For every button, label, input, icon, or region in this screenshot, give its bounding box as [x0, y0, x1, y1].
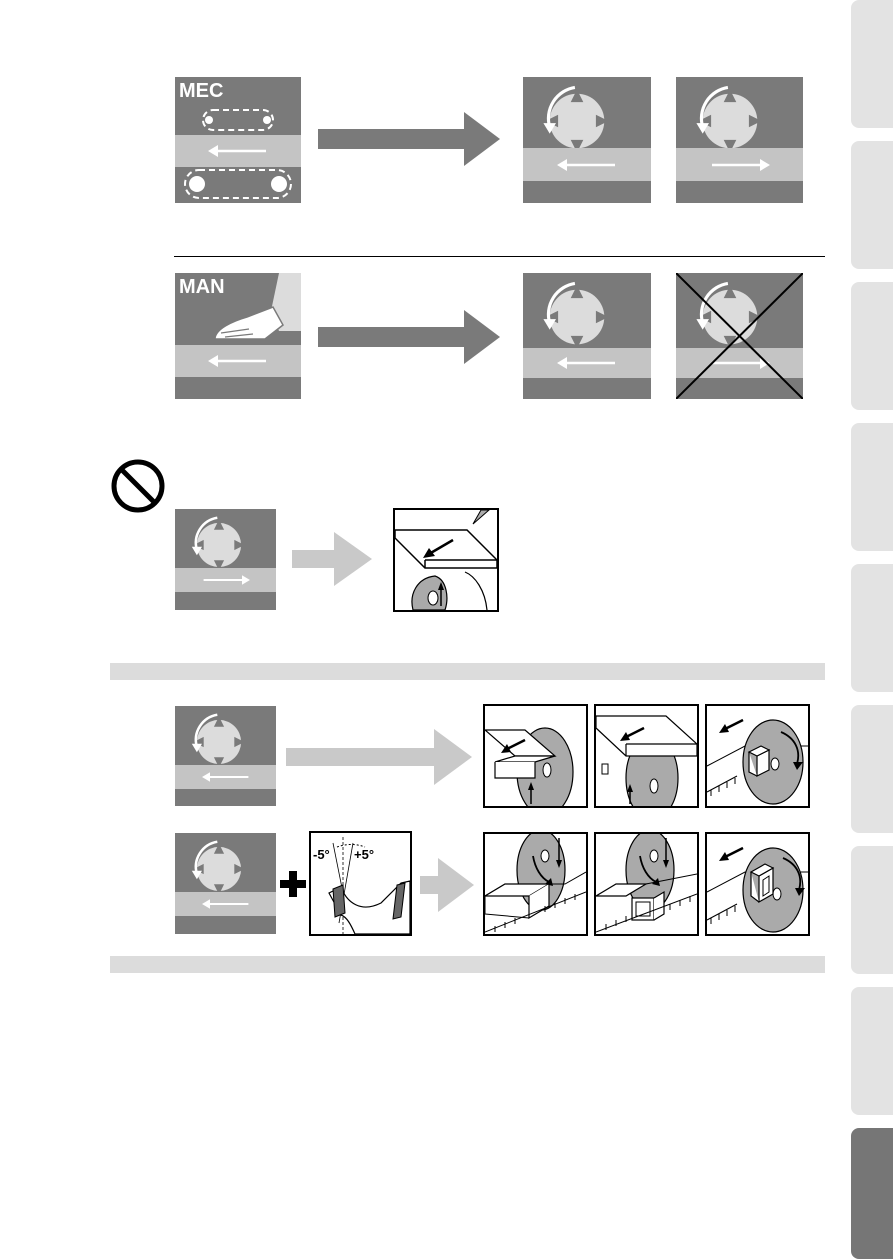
tooth-angle-panel: -5° +5° [309, 831, 412, 936]
feed-left-arrow-icon [557, 356, 617, 370]
big-arrow-right-icon [318, 112, 500, 166]
saw-blade-rotation-icon [535, 275, 619, 359]
kickback-illustration [393, 508, 499, 612]
light-arrow-right-icon [292, 532, 372, 586]
section-gray-bar-1 [110, 663, 825, 680]
plus-icon [280, 871, 306, 897]
side-tab-4[interactable] [851, 423, 893, 551]
side-tab-6[interactable] [851, 705, 893, 833]
feed-left-arrow-icon [202, 771, 250, 783]
hollow-block-cut-panel [705, 832, 810, 936]
prohibited-icon [110, 458, 166, 514]
light-arrow-right-icon [420, 858, 474, 912]
board-kickback-icon [395, 510, 497, 610]
blade-right-feed-forbidden-tile [676, 273, 803, 399]
cross-out-icon [676, 273, 803, 399]
side-tab-7[interactable] [851, 846, 893, 974]
blade-hollow-block-rotation-icon [707, 834, 808, 934]
section-divider [174, 256, 825, 257]
feed-left-arrow-icon [208, 354, 268, 368]
hand-push-icon [175, 273, 301, 399]
blade-right-feed-tile-3 [175, 509, 276, 610]
block-cut-panel-1 [705, 704, 810, 808]
blade-hollow-tube-icon [596, 834, 697, 934]
plus-angle-label: +5° [354, 847, 374, 862]
blade-left-feed-tile-2 [523, 273, 651, 399]
solid-profile-cut-panel [483, 704, 588, 808]
light-arrow-right-icon [286, 729, 472, 785]
blade-left-feed-tile-5 [175, 833, 276, 934]
man-feed-tile: MAN [175, 273, 301, 399]
blade-left-feed-tile-1 [523, 77, 651, 203]
feed-right-arrow-icon [710, 158, 770, 172]
side-tab-3[interactable] [851, 282, 893, 410]
blade-solid-bar-icon [485, 834, 586, 934]
side-tab-9-active[interactable] [851, 1128, 893, 1259]
mec-feed-tile: MEC [175, 77, 301, 203]
big-arrow-right-icon [318, 310, 500, 364]
solid-bar-cut-panel [483, 832, 588, 936]
blade-block-rotation-icon [707, 706, 808, 806]
blade-right-feed-tile-1 [676, 77, 803, 203]
side-tab-2[interactable] [851, 141, 893, 269]
section-gray-bar-2 [110, 956, 825, 973]
feed-left-arrow-icon [557, 158, 617, 172]
feed-left-arrow-icon [202, 898, 250, 910]
groove-cut-panel [594, 704, 699, 808]
feed-right-arrow-icon [202, 574, 250, 586]
blade-solid-profile-icon [485, 706, 586, 806]
minus-angle-label: -5° [313, 847, 330, 862]
side-tab-8[interactable] [851, 987, 893, 1115]
blade-groove-icon [596, 706, 697, 806]
hollow-tube-cut-panel [594, 832, 699, 936]
blade-left-feed-tile-4 [175, 706, 276, 806]
side-tab-5[interactable] [851, 564, 893, 692]
feed-left-arrow-icon [208, 144, 268, 158]
side-tab-1[interactable] [851, 0, 893, 128]
